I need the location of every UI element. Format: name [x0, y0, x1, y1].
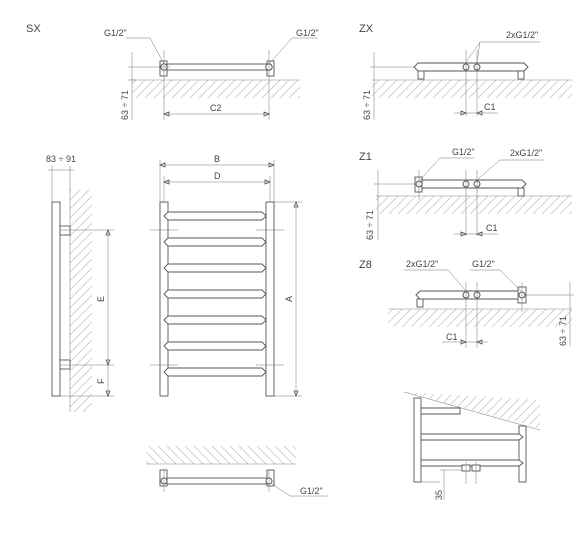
- zx-height-dim: 63 ÷ 71: [362, 90, 372, 120]
- z1-height-dim: 63 ÷ 71: [365, 210, 375, 240]
- z8-offset-dim: C1: [446, 332, 458, 342]
- view-z1: Z1 G1/2" 2xG1/2" 63 ÷ 71 C1: [359, 147, 572, 240]
- detail-dim: 35: [434, 490, 444, 500]
- view-zx-title: ZX: [359, 23, 374, 35]
- front-d-dim: D: [214, 171, 221, 181]
- sx-spacing-dim: C2: [210, 103, 222, 113]
- front-view: B D A: [150, 154, 302, 398]
- z1-single-conn-label: G1/2": [452, 147, 475, 157]
- front-b-dim: B: [214, 154, 220, 164]
- right-rail: [265, 201, 275, 397]
- floor-hatch: [132, 80, 300, 98]
- z8-single-conn-label: G1/2": [472, 259, 495, 269]
- zx-offset-dim: C1: [484, 102, 496, 112]
- zx-conn-label: 2xG1/2": [506, 30, 538, 40]
- side-e-dim: E: [96, 296, 106, 302]
- sx-height-dim: 63 ÷ 71: [120, 90, 130, 120]
- bottom-view: G1/2": [146, 446, 328, 497]
- side-view: 83 ÷ 91 E F: [46, 154, 114, 412]
- z1-offset-dim: C1: [486, 223, 498, 233]
- side-f-dim: F: [96, 378, 106, 384]
- side-wall-dim: 83 ÷ 91: [46, 154, 76, 164]
- bottom-conn-label: G1/2": [300, 486, 323, 496]
- view-sx: SX G1/2" G1/2" 63 ÷ 71 C2: [26, 23, 319, 120]
- detail-view: 35: [403, 391, 541, 500]
- view-zx: ZX 2xG1/2" 63 ÷ 71 C1: [359, 23, 572, 120]
- sx-right-conn-label: G1/2": [296, 28, 319, 38]
- view-z8-title: Z8: [359, 259, 372, 271]
- z8-double-conn-label: 2xG1/2": [406, 259, 438, 269]
- side-profile: [51, 201, 61, 397]
- z1-double-conn-label: 2xG1/2": [510, 148, 542, 158]
- view-sx-title: SX: [26, 23, 41, 35]
- sx-left-conn-label: G1/2": [104, 28, 127, 38]
- front-a-dim: A: [284, 296, 294, 302]
- view-z1-title: Z1: [359, 151, 372, 163]
- left-rail: [159, 201, 169, 397]
- radiator-top-bar: [413, 62, 529, 72]
- view-z8: Z8 2xG1/2" G1/2" 63 ÷ 71 C1: [359, 259, 574, 348]
- radiator-top-bar: [159, 63, 275, 71]
- z8-height-dim: 63 ÷ 71: [558, 316, 568, 346]
